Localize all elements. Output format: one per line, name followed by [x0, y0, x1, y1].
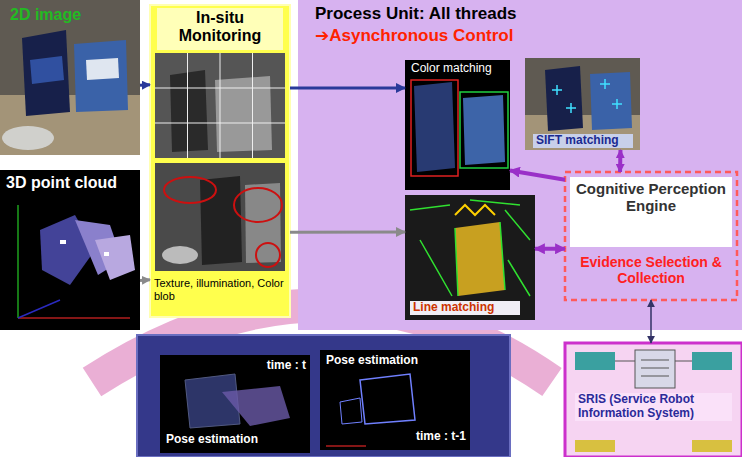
- process-panel: Process Unit: All threads➔Asynchronous C…: [298, 0, 742, 330]
- engine-note: Evidence Selection & Collection: [569, 254, 733, 286]
- module-block: [692, 440, 732, 452]
- arrow-connector: [650, 300, 652, 343]
- box-print: [30, 56, 64, 84]
- arrow-connector: [618, 150, 622, 172]
- match-frame: [460, 92, 508, 168]
- line-view: [405, 195, 535, 320]
- image-panel: 2D image: [0, 0, 140, 155]
- pose-view-ground: [320, 350, 470, 450]
- gray-box: [215, 76, 272, 152]
- arrow-connector: [535, 247, 565, 251]
- photo-wall: [0, 0, 140, 155]
- monitoring-panel: In-situ MonitoringTexture, illumination,…: [150, 5, 290, 317]
- matching-view: SIFT matching: [525, 58, 640, 150]
- matching-view: Line matching: [405, 195, 535, 320]
- module-block: [692, 352, 732, 370]
- arrow-connector: [290, 86, 405, 89]
- view-label: SIFT matching: [533, 134, 633, 148]
- module-block: [575, 352, 615, 370]
- axis-line: [18, 300, 60, 318]
- pose-cloud: [222, 386, 290, 426]
- axis-line: [17, 205, 19, 318]
- gray-view: [155, 53, 285, 158]
- time-label: time : t-1: [396, 430, 466, 444]
- view-label: Line matching: [410, 301, 520, 315]
- engine-frame: [565, 172, 737, 300]
- arrow-connector: [290, 231, 405, 234]
- line-box: [455, 222, 505, 296]
- axis-line: [18, 317, 130, 319]
- gray-phone: [162, 246, 198, 264]
- view-label: Color matching: [411, 62, 508, 76]
- panel-title: In-situ Monitoring: [157, 9, 283, 46]
- system-box: SRIS (Service Robot Information System): [565, 343, 742, 457]
- pose-wireframe: [340, 398, 362, 424]
- server-lines: [615, 360, 692, 376]
- sift-view: [525, 58, 640, 150]
- cloud-ground: [0, 170, 140, 330]
- pose-view-ground: [160, 355, 310, 453]
- match-frame: [411, 80, 458, 176]
- gray-box: [200, 176, 242, 265]
- panel-label: 3D point cloud: [6, 174, 117, 192]
- product-box: [22, 30, 70, 116]
- engine-title: Cognitive Perception Engine: [573, 180, 729, 215]
- phone: [2, 126, 54, 150]
- matching-view: Color matching: [405, 60, 510, 190]
- grid-lines: [155, 53, 285, 158]
- blob-ring: [256, 243, 280, 267]
- panel-note: Texture, illumination, Color blob: [154, 277, 286, 302]
- arrow-connector: [140, 278, 150, 282]
- module-block: [575, 440, 615, 452]
- line-marks: [410, 200, 530, 296]
- panel-label: 2D image: [10, 6, 81, 24]
- engine-box: Cognitive Perception EngineEvidence Sele…: [565, 172, 737, 300]
- view-label: Pose estimation: [326, 354, 456, 368]
- point-blob: [95, 235, 135, 280]
- arrow-connector: [510, 171, 565, 180]
- monitor-header: [157, 8, 283, 50]
- axis-line: [326, 445, 366, 447]
- engine-ground: [570, 177, 732, 247]
- pose-ground: [137, 335, 510, 457]
- pose-view: Pose estimation time : t-1: [320, 350, 470, 450]
- view-label: Pose estimation: [166, 433, 296, 447]
- point-speck: [60, 240, 66, 244]
- time-label: time : t: [246, 359, 306, 373]
- match-box: [463, 95, 505, 165]
- pose-view: time : t Pose estimation: [160, 355, 310, 453]
- system-ground: [565, 343, 742, 457]
- monitor-ground: [150, 5, 290, 317]
- blob-ring: [164, 177, 216, 203]
- match-view: [405, 60, 510, 190]
- sift-box: [545, 66, 583, 131]
- point-speck: [104, 252, 109, 256]
- line-marks: [455, 205, 495, 215]
- box-print: [86, 58, 119, 80]
- process-ground: [298, 0, 742, 330]
- gray-box: [170, 70, 208, 152]
- pose-wireframe: [360, 374, 415, 424]
- gray-box: [245, 183, 281, 263]
- match-box: [414, 82, 455, 172]
- system-label: SRIS (Service Robot Information System): [575, 393, 732, 421]
- point-cloud-panel: 3D point cloud: [0, 170, 140, 330]
- gray-view: [155, 163, 285, 271]
- panel-subtitle: ➔Asynchronous Control: [315, 26, 715, 46]
- blob-ring: [234, 188, 282, 222]
- product-box: [74, 40, 128, 112]
- sift-box: [590, 72, 632, 130]
- panel-title: Process Unit: All threads: [315, 4, 715, 24]
- server-icon: [635, 350, 675, 388]
- arrow-connector: [140, 83, 150, 86]
- sift-marks: [552, 79, 622, 113]
